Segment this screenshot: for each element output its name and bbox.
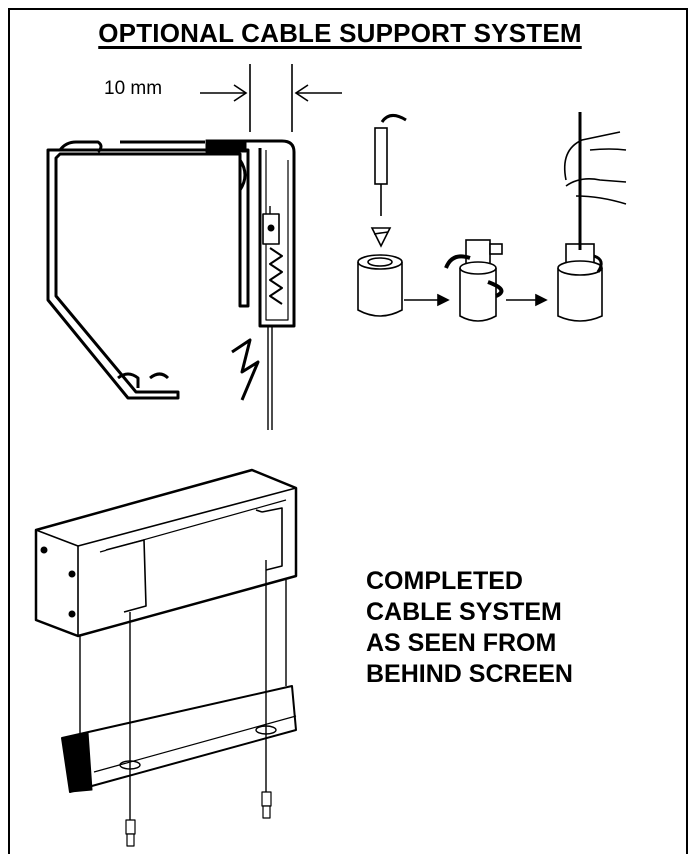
caption-line-2: CABLE SYSTEM	[366, 598, 562, 626]
caption-line-3: AS SEEN FROM	[366, 629, 557, 657]
page-frame	[8, 8, 688, 854]
caption-line-4: BEHIND SCREEN	[366, 660, 573, 688]
dimension-arrows	[200, 64, 342, 132]
caption: COMPLETED CABLE SYSTEM AS SEEN FROM BEHI…	[366, 566, 573, 690]
caption-line-1: COMPLETED	[366, 567, 523, 595]
dimension-label: 10 mm	[104, 78, 163, 99]
housing-cross-section-diagram	[46, 139, 296, 430]
page-title: OPTIONAL CABLE SUPPORT SYSTEM	[98, 18, 582, 48]
cable-assembly-steps-diagram	[357, 112, 627, 322]
